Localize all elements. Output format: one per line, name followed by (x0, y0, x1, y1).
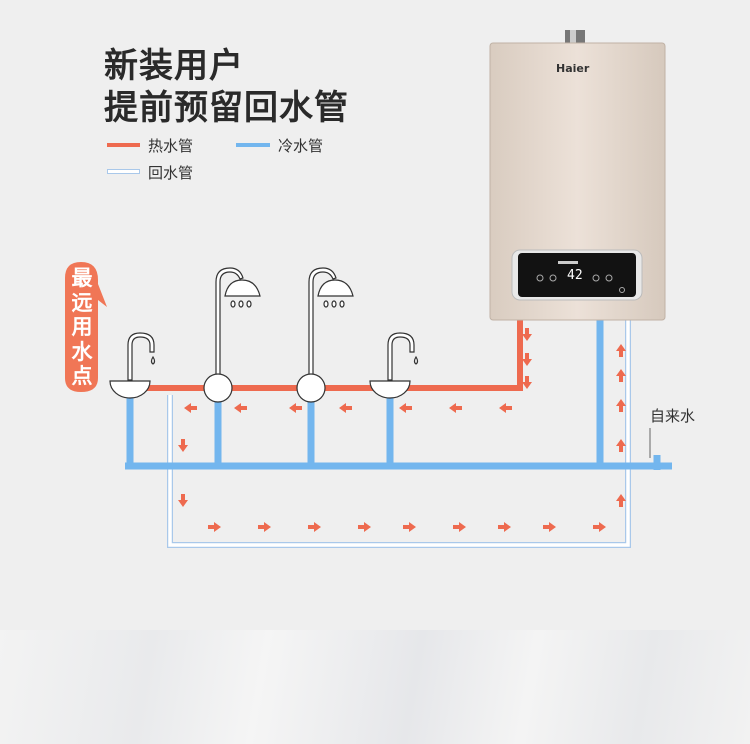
farthest-point-label: 最远用水点 (71, 266, 93, 388)
hot-pipe (128, 320, 523, 391)
faucet-icon (109, 332, 156, 399)
cold-pipe (125, 320, 672, 470)
title-line2: 提前预留回水管 (104, 88, 349, 128)
water-heater (489, 30, 666, 321)
inlet-label: 自来水 (650, 407, 696, 425)
flow-arrows (178, 328, 626, 532)
return-pipe (167, 320, 631, 548)
legend-hot-label: 热水管 (148, 137, 194, 155)
title-line1: 新装用户 (104, 46, 244, 86)
hot-swatch (107, 143, 140, 147)
return-swatch (107, 169, 140, 174)
heater-display: 42 (567, 268, 583, 283)
shower-icon (203, 267, 261, 403)
legend-return-label: 回水管 (148, 164, 194, 182)
heater-brand: Haier (556, 62, 590, 75)
legend-cold-label: 冷水管 (278, 137, 324, 155)
shower-icon (296, 267, 354, 403)
farthest-point-callout (65, 262, 107, 392)
marble-background (0, 630, 750, 744)
faucet-icon (369, 332, 419, 399)
cold-swatch (236, 143, 270, 147)
